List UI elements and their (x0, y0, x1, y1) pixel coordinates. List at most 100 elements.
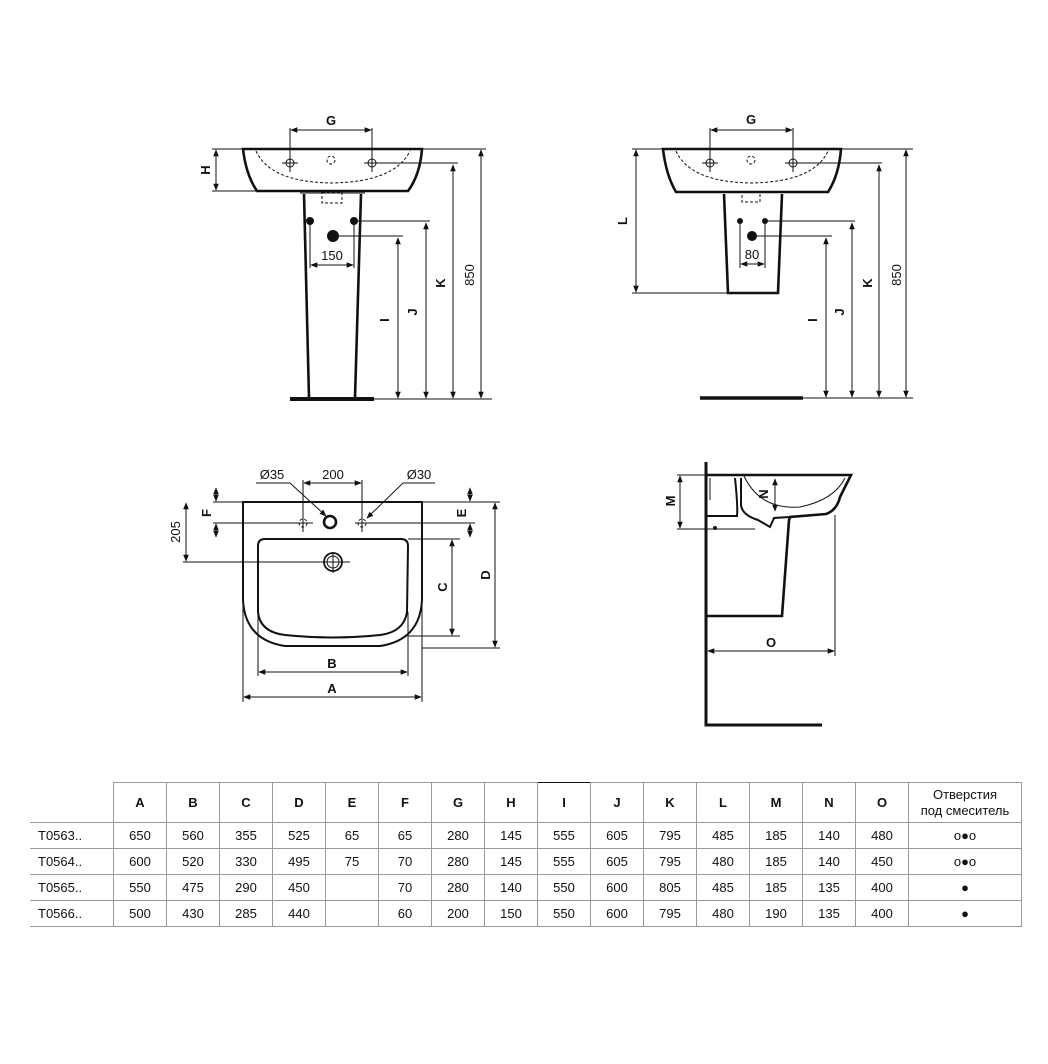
col-header-o: O (855, 782, 909, 823)
dim-label-e: E (454, 508, 469, 517)
value-cell-o: 400 (855, 900, 909, 927)
value-cell-m: 185 (749, 874, 803, 901)
value-cell-o: 450 (855, 848, 909, 875)
value-cell-a: 650 (113, 822, 167, 849)
value-cell-l: 485 (696, 874, 750, 901)
value-cell-i: 550 (537, 874, 591, 901)
value-cell-h: 140 (484, 874, 538, 901)
value-cell-k: 795 (643, 900, 697, 927)
value-cell-e (325, 900, 379, 927)
value-cell-n: 135 (802, 874, 856, 901)
value-cell-f: 60 (378, 900, 432, 927)
value-cell-h: 150 (484, 900, 538, 927)
value-cell-i: 550 (537, 900, 591, 927)
pedestal-front-view: G H 150 I J K 850 (198, 113, 492, 401)
value-cell-b: 560 (166, 822, 220, 849)
value-cell-c: 330 (219, 848, 273, 875)
corner-cell (30, 782, 114, 823)
dim-label-k: K (860, 278, 875, 288)
value-cell-j: 600 (590, 900, 644, 927)
value-cell-k: 795 (643, 822, 697, 849)
value-cell-m: 185 (749, 822, 803, 849)
dim-label-j: J (832, 308, 847, 315)
col-header-n: N (802, 782, 856, 823)
col-header-b: B (166, 782, 220, 823)
col-header-a: A (113, 782, 167, 823)
dim-label-80: 80 (745, 247, 759, 262)
value-cell-n: 140 (802, 848, 856, 875)
dim-label-850: 850 (462, 264, 477, 286)
dim-label-b: B (327, 656, 336, 671)
semi-pedestal-front-view: G L 80 I J K 850 (615, 112, 913, 400)
model-cell: T0564.. (30, 848, 114, 875)
col-header-h: H (484, 782, 538, 823)
model-cell: T0566.. (30, 900, 114, 927)
value-cell-d: 525 (272, 822, 326, 849)
value-cell-g: 200 (431, 900, 485, 927)
mixer-holes-cell: o●o (908, 822, 1022, 849)
value-cell-n: 135 (802, 900, 856, 927)
dim-label-f: F (199, 509, 214, 517)
value-cell-b: 430 (166, 900, 220, 927)
dim-label-h: H (198, 165, 213, 174)
value-cell-o: 480 (855, 822, 909, 849)
col-header-m: M (749, 782, 803, 823)
dim-label-c: C (435, 582, 450, 592)
dim-label-k: K (433, 278, 448, 288)
value-cell-l: 485 (696, 822, 750, 849)
dim-label-n: N (756, 489, 771, 498)
value-cell-j: 600 (590, 874, 644, 901)
value-cell-f: 65 (378, 822, 432, 849)
model-cell: T0565.. (30, 874, 114, 901)
col-header-g: G (431, 782, 485, 823)
dim-label-850: 850 (889, 264, 904, 286)
value-cell-a: 550 (113, 874, 167, 901)
col-header-i: I (537, 782, 591, 823)
mixer-holes-cell: ● (908, 900, 1022, 927)
value-cell-o: 400 (855, 874, 909, 901)
value-cell-h: 145 (484, 848, 538, 875)
col-header-d: D (272, 782, 326, 823)
value-cell-j: 605 (590, 848, 644, 875)
model-cell: T0563.. (30, 822, 114, 849)
value-cell-d: 495 (272, 848, 326, 875)
dim-label-j: J (405, 308, 420, 315)
mixer-holes-cell: o●o (908, 848, 1022, 875)
value-cell-i: 555 (537, 822, 591, 849)
col-header-j: J (590, 782, 644, 823)
mixer-holes-cell: ● (908, 874, 1022, 901)
value-cell-c: 290 (219, 874, 273, 901)
value-cell-e (325, 874, 379, 901)
value-cell-k: 805 (643, 874, 697, 901)
tap-hole-center (322, 514, 338, 530)
side-view: M N O (663, 462, 854, 727)
value-cell-e: 65 (325, 822, 379, 849)
dim-label-g: G (746, 112, 756, 127)
value-cell-g: 280 (431, 822, 485, 849)
value-cell-g: 280 (431, 848, 485, 875)
dim-label-150: 150 (321, 248, 343, 263)
hole-label-30: Ø30 (407, 467, 432, 482)
col-header-k: K (643, 782, 697, 823)
value-cell-f: 70 (378, 848, 432, 875)
value-cell-n: 140 (802, 822, 856, 849)
value-cell-m: 190 (749, 900, 803, 927)
dim-label-i: I (805, 318, 820, 322)
dim-label-d: D (478, 570, 493, 579)
water-inlet-left (737, 218, 743, 224)
value-cell-b: 520 (166, 848, 220, 875)
col-header-c: C (219, 782, 273, 823)
value-cell-g: 280 (431, 874, 485, 901)
value-cell-e: 75 (325, 848, 379, 875)
col-header-e: E (325, 782, 379, 823)
value-cell-d: 440 (272, 900, 326, 927)
value-cell-j: 605 (590, 822, 644, 849)
value-cell-m: 185 (749, 848, 803, 875)
